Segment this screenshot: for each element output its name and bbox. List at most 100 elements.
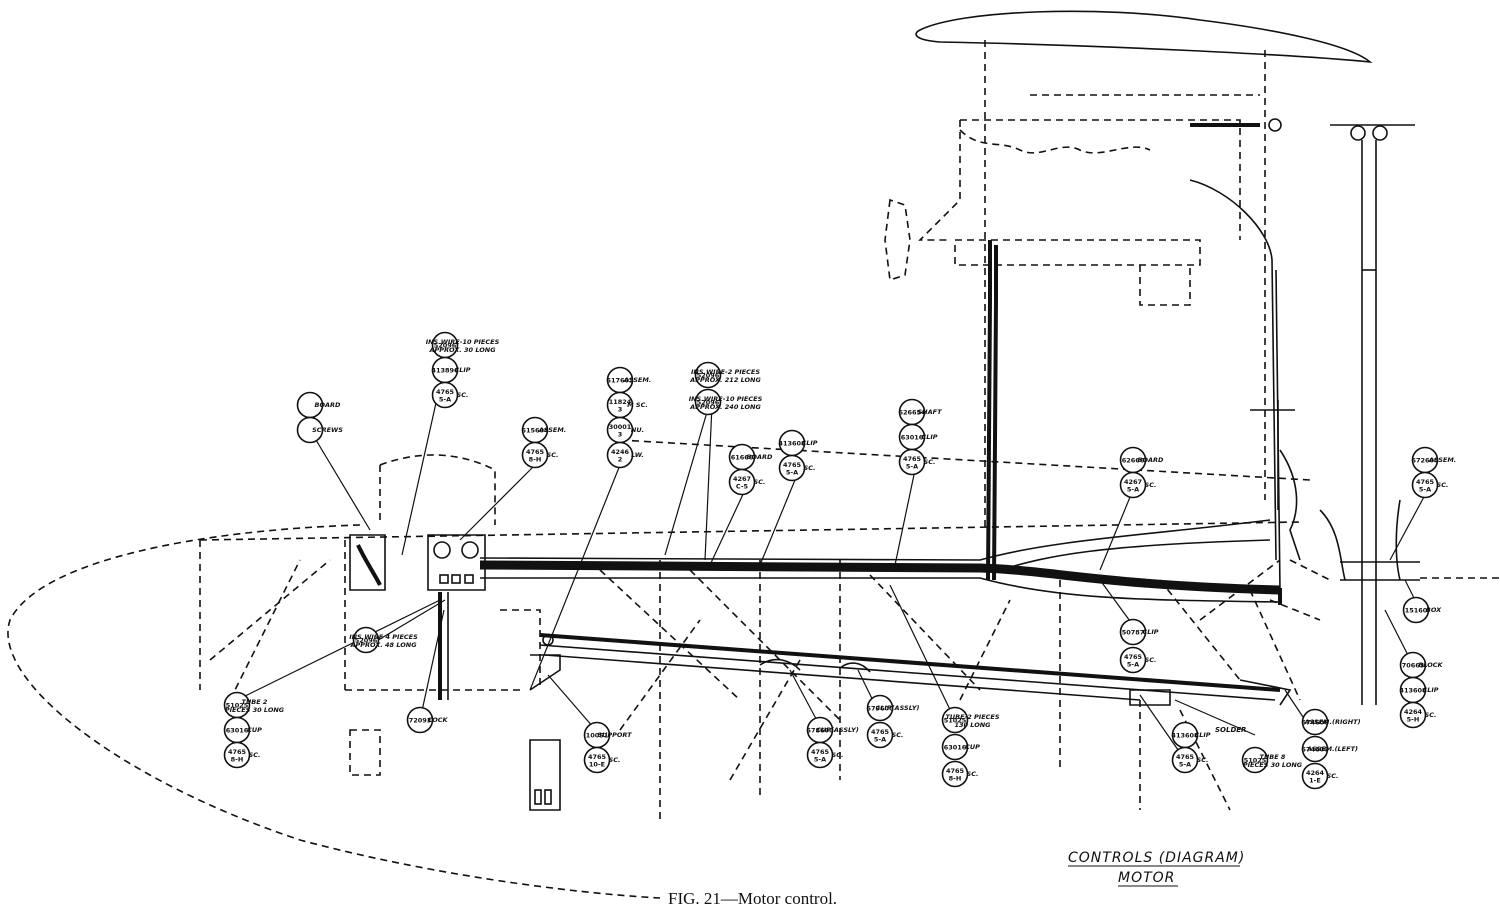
part-number-text: 8-H <box>529 456 542 464</box>
part-description-text: ASSEM. <box>538 426 567 434</box>
part-number-text: 52096 <box>434 342 457 350</box>
part-description-text: SCREWS <box>312 426 343 434</box>
part-number-text: 11824 <box>609 398 632 406</box>
engine-control-rods <box>986 118 1301 591</box>
callout-circle <box>898 448 926 476</box>
part-number-text: 8-H <box>231 756 244 764</box>
part-number-text: 4765 <box>783 461 802 469</box>
fuselage-outline <box>7 439 1500 899</box>
part-description-text: SC. <box>1145 656 1157 664</box>
part-number-text: 50787 <box>1122 629 1145 637</box>
part-number-text: 51025 <box>226 702 249 710</box>
support-bracket <box>529 634 561 811</box>
callout-circle <box>1119 471 1147 499</box>
part-number-text: 51025 <box>1244 757 1267 765</box>
part-description-text: SC. <box>832 751 844 759</box>
part-description-text: SC. <box>249 751 261 759</box>
part-description-text: CLIP <box>921 433 937 441</box>
part-description-text: COCK <box>427 716 448 724</box>
callout-circle <box>941 706 969 734</box>
part-number-text: 10051 <box>586 732 609 740</box>
callout-circle <box>1119 646 1147 674</box>
part-description-text: SC. <box>1437 481 1449 489</box>
part-number-text: 4765 <box>1176 753 1195 761</box>
part-number-text: 4267 <box>733 475 751 483</box>
part-number-text: 4765 <box>1416 478 1435 486</box>
throttle-rods <box>539 633 1292 706</box>
part-description-text: CLIP <box>1142 628 1158 636</box>
part-number-text: 4264 <box>1306 769 1325 777</box>
part-number-text: 672600 <box>1411 457 1439 465</box>
part-description-text: M SC. <box>627 401 648 409</box>
right-mast <box>1319 124 1420 705</box>
part-description-text: CLIP <box>1422 686 1438 694</box>
part-number-text: 413896 <box>431 367 459 375</box>
part-number-text: 5-A <box>1127 486 1139 494</box>
part-number-text: 3 <box>618 406 623 414</box>
part-description-text: CUP <box>965 743 980 751</box>
callout-circle <box>1241 746 1269 774</box>
callout-circle <box>521 441 549 469</box>
part-number-text: 617603 <box>606 377 633 385</box>
part-number-text: 51025 <box>944 717 967 725</box>
callout-circle <box>1119 618 1147 646</box>
part-number-text: 10-E <box>589 761 605 769</box>
part-number-text: 5-H <box>1407 716 1420 724</box>
part-callout-bubble: SCREWS <box>296 416 343 444</box>
part-number-text: 5-A <box>439 396 451 404</box>
part-number-text: 4246 <box>611 448 630 456</box>
part-number-text: 4765 <box>903 455 922 463</box>
part-number-text: C-5 <box>736 483 749 491</box>
part-description-text: LW. <box>631 451 644 459</box>
part-description-text: SC. <box>967 770 979 778</box>
part-number-text: 413608 <box>1171 732 1199 740</box>
part-description-text: ASSEM.(RIGHT) <box>1303 718 1360 726</box>
part-description-text: ASSEM.(LEFT) <box>1306 745 1358 753</box>
callout-circle <box>406 706 434 734</box>
part-number-text: 62666 <box>1122 457 1145 465</box>
callout-circle <box>1301 762 1329 790</box>
part-description-text: BOARD <box>747 453 774 461</box>
solder-label: SOLDER <box>1215 726 1246 734</box>
part-number-text: 413608 <box>778 440 806 448</box>
part-description-text: SHAFT <box>917 408 942 416</box>
part-callout-bubble: BOARD <box>296 391 341 419</box>
figure-caption: FIG. 21—Motor control. <box>668 889 837 908</box>
part-description-text: ASSEM. <box>1428 456 1457 464</box>
part-number-text: 678600 <box>806 727 834 735</box>
part-number-text: 4264 <box>1404 708 1423 716</box>
part-number-text: 5-A <box>1179 761 1191 769</box>
callout-circle <box>694 388 722 416</box>
callout-circle <box>352 626 380 654</box>
part-description-text: SC. <box>1197 756 1209 764</box>
part-number-text: 5-A <box>786 469 798 477</box>
part-description-text: CLIP <box>1194 731 1210 739</box>
part-description-text: BOARD <box>1138 456 1165 464</box>
part-number-text: 52096 <box>355 637 378 645</box>
part-description-text: SC. <box>1327 772 1339 780</box>
part-number-text: 4765 <box>526 448 545 456</box>
part-description-text: ASSEM. <box>623 376 652 384</box>
